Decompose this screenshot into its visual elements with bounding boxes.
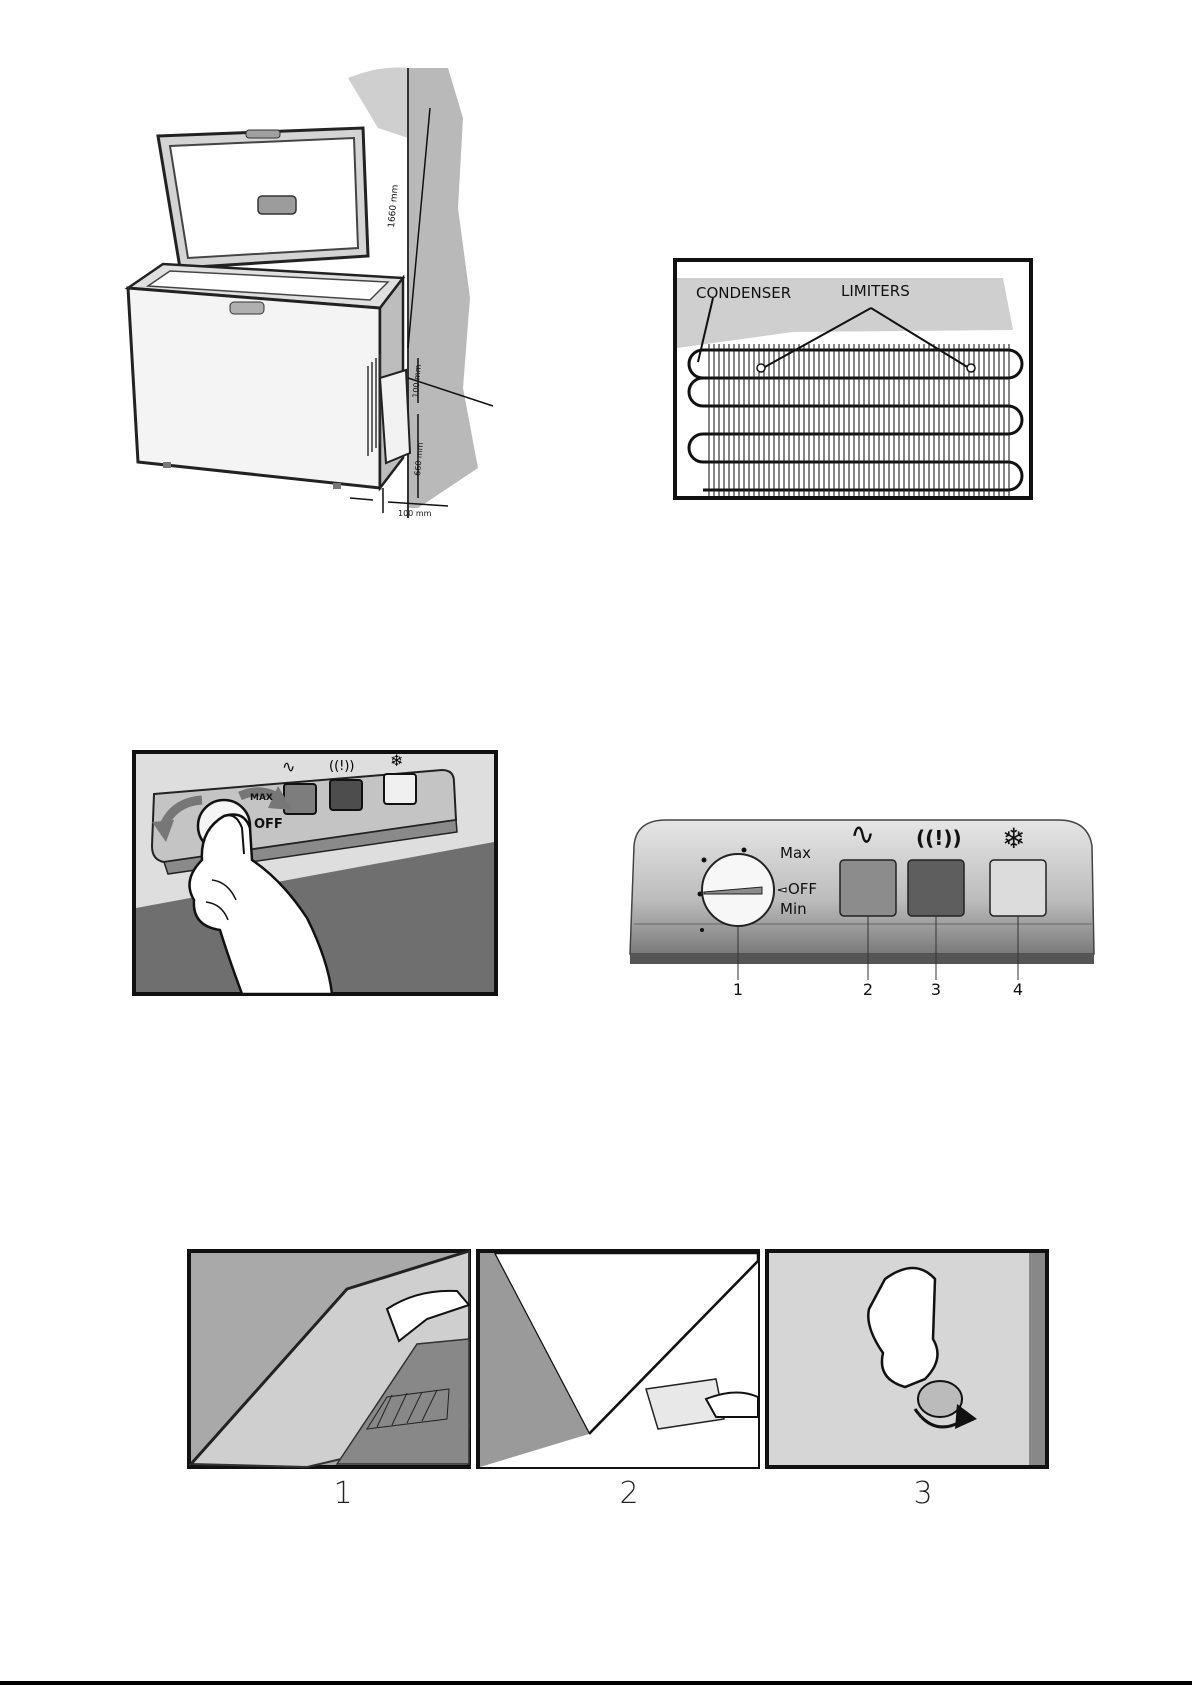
dim-side-label: 100 mm [398,509,432,518]
callout-2: 2 [853,980,883,999]
panel-alarm-icon-small: ((!)) [329,759,355,774]
knob-turning-figure: OFF MAX ∿ ((!)) ❄ [132,750,498,996]
min-label: Min [780,900,807,918]
step-caption-1: 1 [323,1476,363,1511]
off-label: OFF [788,880,817,898]
panel-snowflake-icon-small: ❄ [390,751,403,770]
fast-freeze-button [990,860,1046,916]
condenser-label: CONDENSER [696,284,791,302]
callout-3: 3 [921,980,951,999]
step-caption-3: 3 [903,1476,943,1511]
panel-wave-icon-small: ∿ [282,757,295,776]
alarm-icon: ((!)) [916,826,962,850]
step-3-figure [765,1249,1049,1469]
callout-1: 1 [723,980,753,999]
limiters-label: LIMITERS [841,282,910,300]
condenser-figure: CONDENSER LIMITERS [673,258,1033,500]
page-bottom-rule [0,1681,1192,1685]
knob-max-mark: MAX [250,793,273,803]
control-panel-figure: ∿ ((!)) ❄ Max OFF Min 1 2 3 4 [628,818,1096,1003]
step-1-figure [187,1249,471,1469]
knob-off-mark: OFF [254,817,283,832]
freezer-clearance-figure: 1660 mm 100 mm 660 mm 100 mm [118,58,498,518]
alarm-indicator-light [908,860,964,916]
step-2-figure [476,1249,760,1469]
dim-height-label: 1660 mm [387,184,401,228]
power-wave-icon: ∿ [850,820,875,850]
snowflake-icon: ❄ [1002,822,1025,855]
max-label: Max [780,844,811,862]
callout-4: 4 [1003,980,1033,999]
power-indicator-light [840,860,896,916]
step-caption-2: 2 [609,1476,649,1511]
